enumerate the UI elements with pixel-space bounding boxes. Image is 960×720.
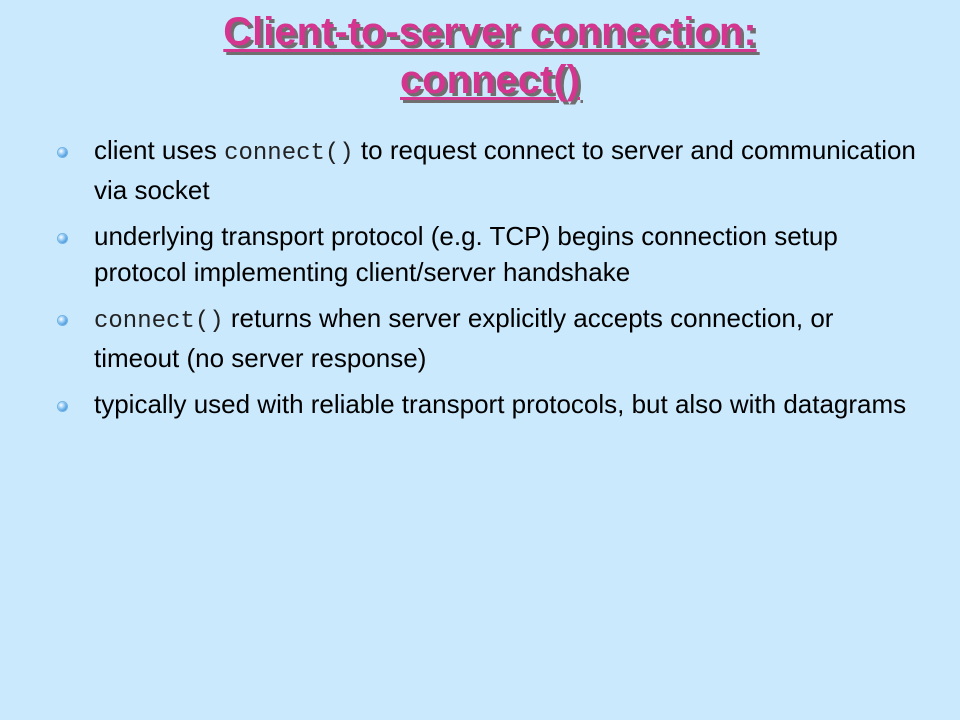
bullet-item-1: client uses connect() to request connect… [56, 132, 916, 208]
slide-title-line-1: Client-to-server connection: [223, 10, 757, 54]
bullet-1-text: client uses [94, 135, 225, 165]
bullet-list: client uses connect() to request connect… [56, 132, 916, 432]
bullet-dot-icon [58, 316, 67, 325]
slide-title: Client-to-server connection: connect() [80, 8, 900, 104]
bullet-3-code: connect() [94, 308, 224, 335]
bullet-dot-icon [58, 234, 67, 243]
bullet-2-text: underlying transport protocol (e.g. TCP)… [94, 221, 838, 287]
bullet-item-4: typically used with reliable transport p… [56, 386, 916, 422]
slide-title-line-2: connect() [400, 58, 580, 102]
bullet-dot-icon [58, 148, 67, 157]
bullet-1-text-after: to request connect to server and communi… [94, 135, 916, 205]
bullet-1-code: connect() [224, 140, 354, 167]
bullet-item-3: connect() returns when server explicitly… [56, 300, 916, 376]
bullet-item-2: underlying transport protocol (e.g. TCP)… [56, 218, 916, 290]
bullet-3-text-after: returns when server explicitly accepts c… [94, 303, 834, 373]
bullet-dot-icon [58, 402, 67, 411]
bullet-4-text: typically used with reliable transport p… [94, 389, 907, 419]
